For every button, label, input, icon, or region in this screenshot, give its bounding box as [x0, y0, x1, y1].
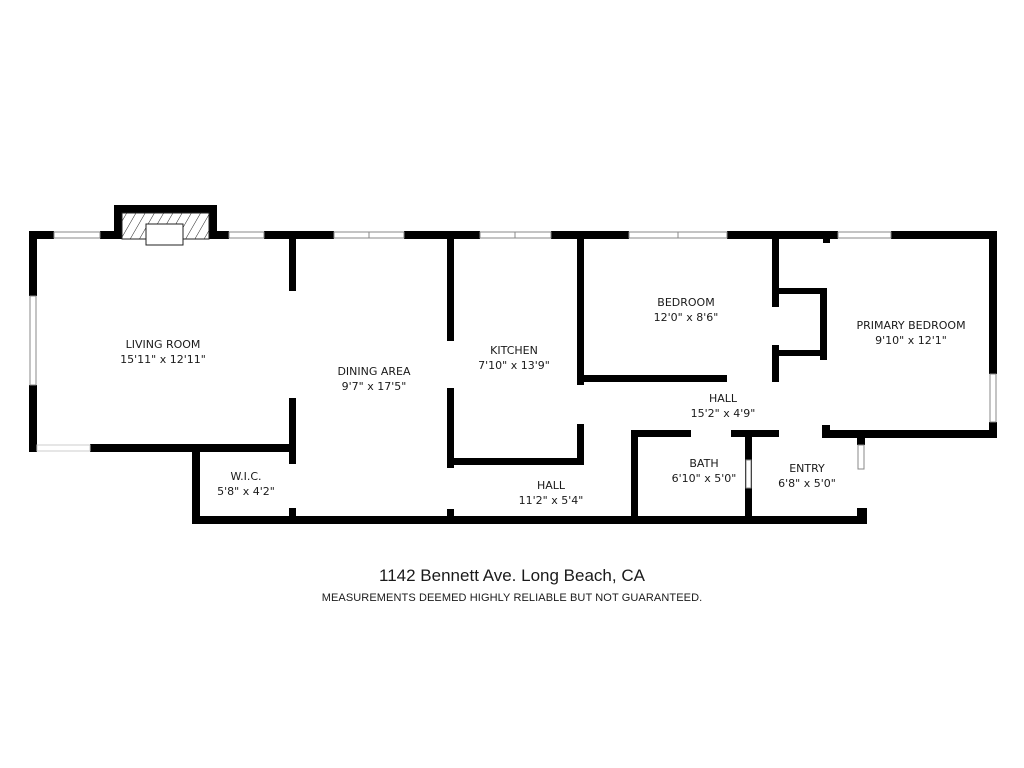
measurement-disclaimer: MEASUREMENTS DEEMED HIGHLY RELIABLE BUT …	[321, 592, 703, 604]
room-dimensions: 5'8" x 4'2"	[217, 485, 275, 498]
room-wic: W.I.C. 5'8" x 4'2"	[217, 469, 275, 499]
windows	[29, 231, 997, 489]
room-dimensions: 15'2" x 4'9"	[690, 407, 756, 420]
room-dimensions: 6'8" x 5'0"	[778, 477, 836, 490]
room-dimensions: 9'10" x 12'1"	[875, 334, 947, 347]
room-entry: ENTRY 6'8" x 5'0"	[778, 461, 836, 491]
room-primary-bedroom: PRIMARY BEDROOM 9'10" x 12'1"	[856, 318, 965, 348]
room-bedroom: BEDROOM 12'0" x 8'6"	[654, 295, 719, 325]
room-bath: BATH 6'10" x 5'0"	[672, 456, 737, 486]
room-hall-lower: HALL 11'2" x 5'4"	[519, 478, 584, 508]
room-name: LIVING ROOM	[125, 338, 201, 351]
room-dining-area: DINING AREA 9'7" x 17'5"	[337, 364, 410, 394]
room-name: BATH	[689, 457, 719, 470]
room-name: W.I.C.	[230, 470, 262, 483]
room-kitchen: KITCHEN 7'10" x 13'9"	[478, 343, 550, 373]
room-name: HALL	[536, 479, 566, 492]
room-name: HALL	[708, 392, 738, 405]
room-name: KITCHEN	[490, 344, 538, 357]
property-address: 1142 Bennett Ave. Long Beach, CA	[379, 566, 645, 585]
room-dimensions: 6'10" x 5'0"	[671, 472, 737, 485]
room-dimensions: 7'10" x 13'9"	[478, 359, 550, 372]
room-name: ENTRY	[789, 462, 825, 475]
room-dimensions: 15'11" x 12'11"	[120, 353, 206, 366]
room-name: DINING AREA	[337, 365, 411, 378]
room-name: BEDROOM	[657, 296, 715, 309]
room-name: PRIMARY BEDROOM	[856, 319, 966, 332]
room-hall-upper: HALL 15'2" x 4'9"	[691, 391, 756, 421]
walls	[29, 205, 997, 524]
room-dimensions: 12'0" x 8'6"	[653, 311, 719, 324]
room-living-room: LIVING ROOM 15'11" x 12'11"	[120, 337, 206, 367]
room-dimensions: 9'7" x 17'5"	[341, 380, 407, 393]
fireplace	[121, 212, 210, 246]
room-dimensions: 11'2" x 5'4"	[518, 494, 584, 507]
